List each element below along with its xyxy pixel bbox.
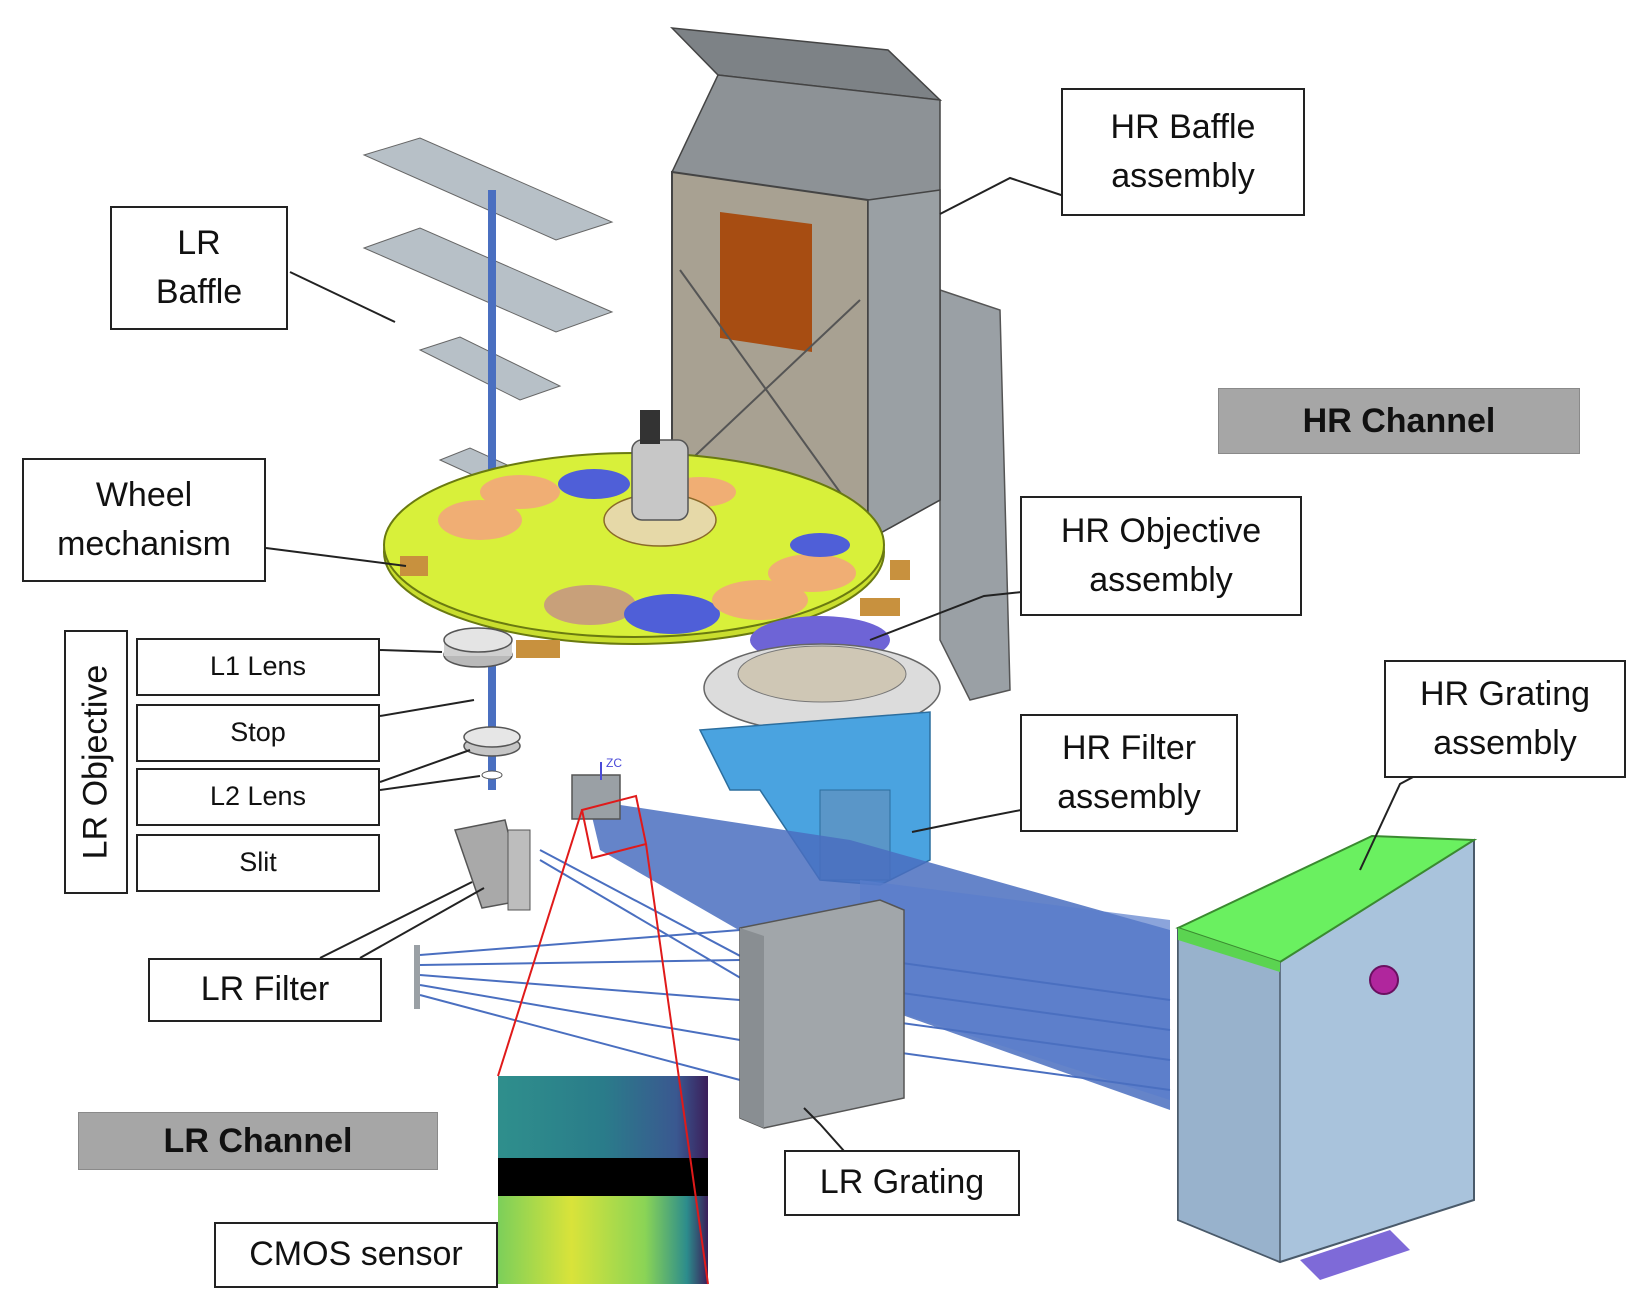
wheel-mechanism bbox=[383, 410, 910, 668]
cmos-sensor-image bbox=[498, 1076, 708, 1284]
label-l2-lens: L2 Lens bbox=[136, 768, 380, 826]
label-hr-objective-assembly: HR Objective assembly bbox=[1020, 496, 1302, 616]
label-hr-filter-assembly: HR Filter assembly bbox=[1020, 714, 1238, 832]
lr-channel-banner: LR Channel bbox=[78, 1112, 438, 1170]
lr-grating bbox=[739, 899, 905, 1129]
label-hr-grating-assembly: HR Grating assembly bbox=[1384, 660, 1626, 778]
hr-channel-banner: HR Channel bbox=[1218, 388, 1580, 454]
label-lr-filter: LR Filter bbox=[148, 958, 382, 1022]
label-lr-objective-text: LR Objective bbox=[76, 664, 115, 860]
zoom-callout bbox=[497, 794, 709, 1285]
label-slit: Slit bbox=[136, 834, 380, 892]
label-stop: Stop bbox=[136, 704, 380, 762]
lr-objective-stack bbox=[443, 627, 521, 780]
lr-filter-assembly: ZC bbox=[454, 756, 622, 911]
hr-baffle-window bbox=[720, 212, 812, 352]
label-wheel-mechanism: Wheel mechanism bbox=[22, 458, 266, 582]
label-l1-lens: L1 Lens bbox=[136, 638, 380, 696]
hr-grating-assembly bbox=[1175, 834, 1478, 1280]
label-lr-objective: LR Objective bbox=[64, 630, 128, 894]
label-lr-baffle: LR Baffle bbox=[110, 206, 288, 330]
label-cmos-sensor: CMOS sensor bbox=[214, 1222, 498, 1288]
hr-objective-filter-assembly bbox=[698, 616, 941, 886]
label-hr-baffle-assembly: HR Baffle assembly bbox=[1061, 88, 1305, 216]
zc-axis-label: ZC bbox=[606, 756, 622, 770]
hr-baffle-assembly bbox=[670, 27, 1011, 701]
label-lr-grating: LR Grating bbox=[784, 1150, 1020, 1216]
